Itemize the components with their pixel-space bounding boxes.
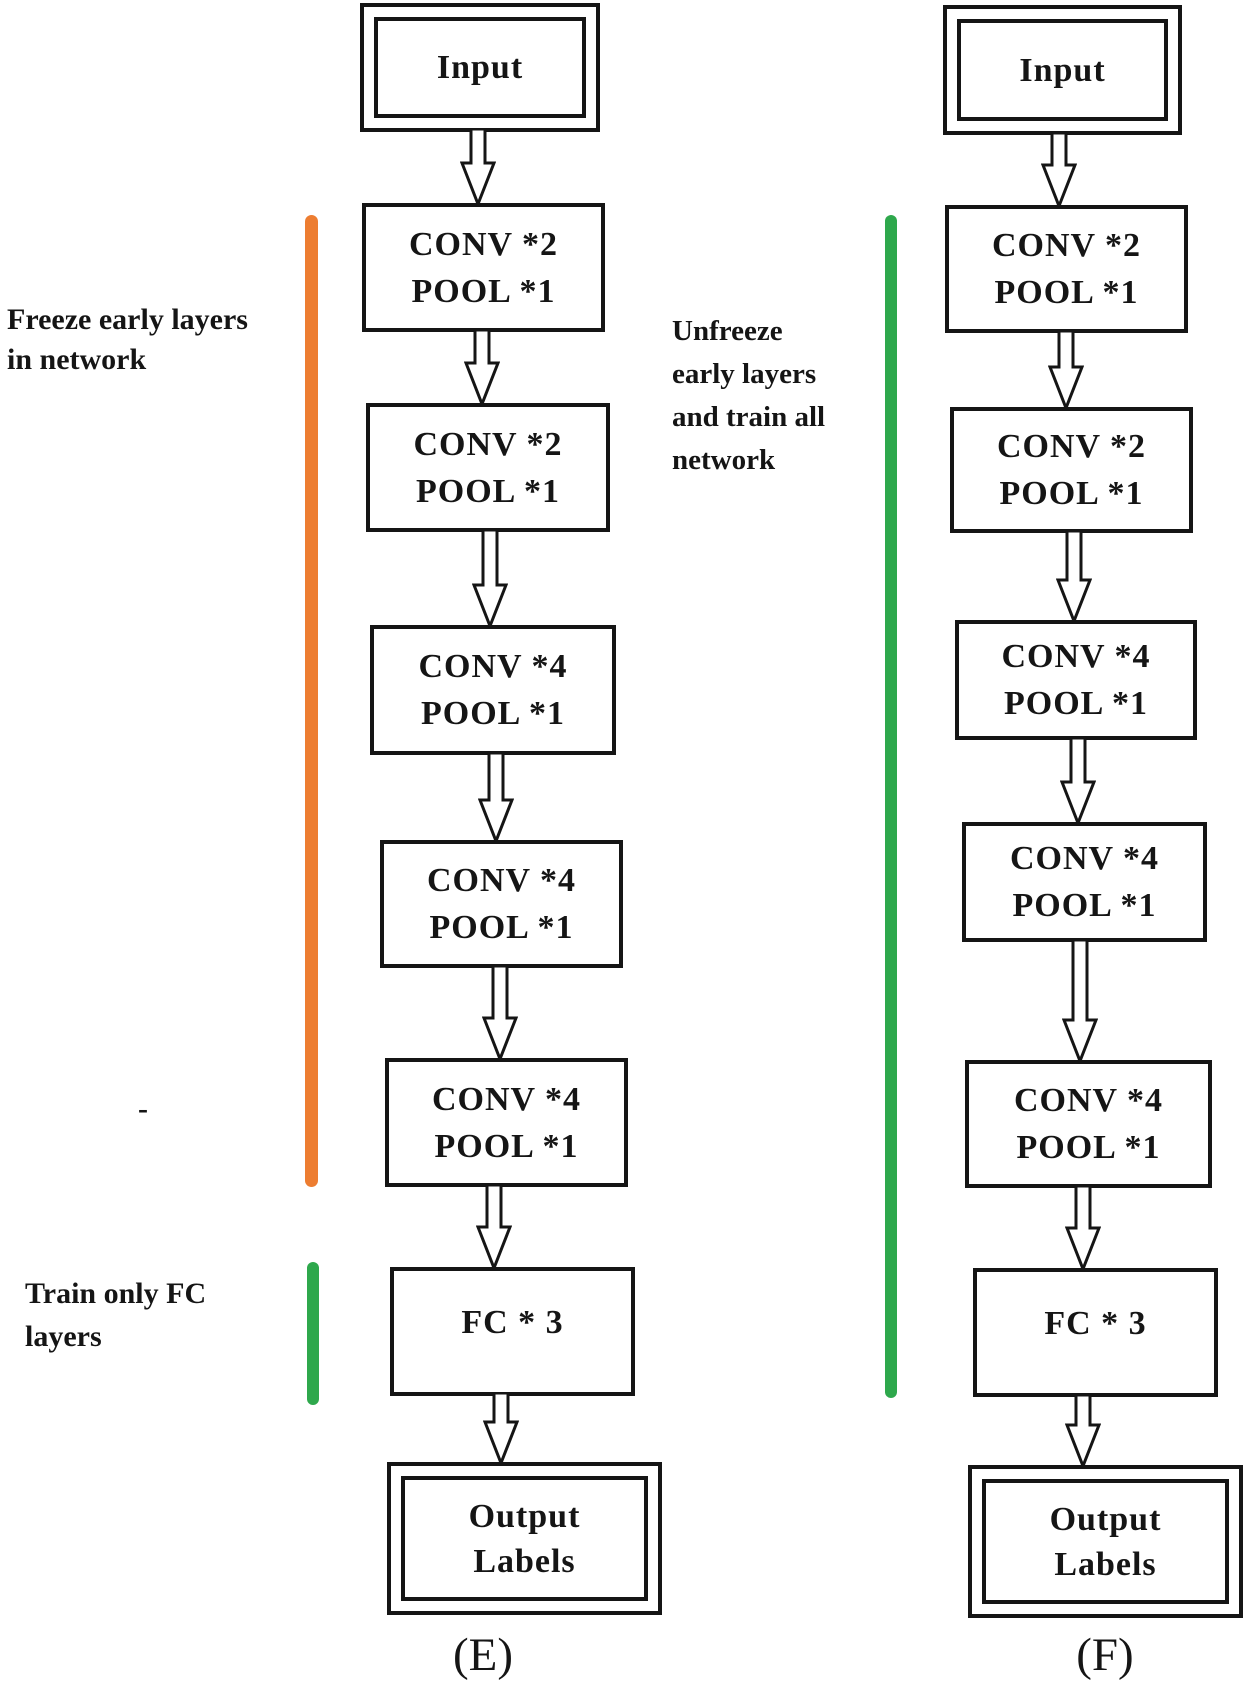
down-arrow-icon bbox=[478, 753, 514, 842]
output-node-f-inner: Output Labels bbox=[982, 1479, 1229, 1604]
freeze-layers-label-line1: Freeze early layers bbox=[7, 303, 248, 336]
freeze-bar bbox=[305, 215, 318, 1187]
pool-block-label: POOL *1 bbox=[411, 272, 556, 310]
input-label: Input bbox=[436, 49, 524, 86]
conv-block-f-1: CONV *2 POOL *1 bbox=[945, 205, 1188, 333]
unfreeze-layers-label-line4: network bbox=[672, 444, 776, 476]
down-arrow-icon bbox=[1041, 133, 1077, 207]
freeze-layers-label-line2: in network bbox=[7, 343, 147, 376]
conv-block-label: CONV *4 bbox=[418, 648, 568, 685]
down-arrow-icon bbox=[1056, 531, 1092, 622]
conv-block-label: CONV *4 bbox=[1001, 638, 1151, 675]
down-arrow-icon bbox=[483, 1393, 519, 1464]
down-arrow-icon bbox=[476, 1185, 512, 1269]
output-label-line1: Output bbox=[468, 1497, 581, 1535]
input-node-f-inner: Input bbox=[957, 19, 1168, 121]
output-node-f: Output Labels bbox=[968, 1465, 1243, 1618]
unfreeze-layers-label-line1: Unfreeze bbox=[672, 315, 783, 347]
conv-block-f-3: CONV *4 POOL *1 bbox=[955, 620, 1197, 740]
pool-block-label: POOL *1 bbox=[1004, 685, 1148, 722]
down-arrow-icon bbox=[460, 129, 496, 205]
pool-block-label: POOL *1 bbox=[994, 274, 1139, 311]
fc-block-label: FC * 3 bbox=[1044, 1305, 1147, 1342]
conv-block-label: CONV *4 bbox=[432, 1080, 581, 1118]
train-only-fc-label-line2: layers bbox=[25, 1320, 102, 1353]
input-node-e: Input bbox=[360, 3, 600, 132]
input-node-f: Input bbox=[943, 5, 1182, 135]
down-arrow-icon bbox=[1065, 1186, 1101, 1270]
pool-block-label: POOL *1 bbox=[999, 475, 1144, 512]
conv-block-e-4: CONV *4 POOL *1 bbox=[380, 840, 623, 968]
fc-block-label: FC * 3 bbox=[461, 1304, 564, 1341]
conv-block-label: CONV *2 bbox=[413, 425, 563, 463]
pool-block-label: POOL *1 bbox=[1016, 1129, 1161, 1166]
output-label-line2: Labels bbox=[473, 1542, 576, 1580]
down-arrow-icon bbox=[1065, 1395, 1101, 1467]
pool-block-label: POOL *1 bbox=[429, 909, 574, 946]
conv-block-e-2: CONV *2 POOL *1 bbox=[366, 403, 610, 532]
stray-dash: - bbox=[138, 1092, 148, 1125]
conv-block-e-3: CONV *4 POOL *1 bbox=[370, 625, 616, 755]
pool-block-label: POOL *1 bbox=[416, 472, 560, 510]
down-arrow-icon bbox=[1048, 331, 1084, 409]
down-arrow-icon bbox=[482, 966, 518, 1060]
unfreeze-layers-label-line2: early layers bbox=[672, 358, 817, 390]
output-label-line2: Labels bbox=[1054, 1545, 1157, 1583]
conv-block-e-5: CONV *4 POOL *1 bbox=[385, 1058, 628, 1187]
output-node-e: Output Labels bbox=[387, 1462, 662, 1615]
caption-e: (E) bbox=[452, 1629, 513, 1681]
train-fc-bar bbox=[307, 1262, 319, 1405]
output-node-e-inner: Output Labels bbox=[401, 1476, 648, 1601]
down-arrow-icon bbox=[1060, 738, 1096, 824]
conv-block-f-2: CONV *2 POOL *1 bbox=[950, 407, 1193, 533]
pool-block-label: POOL *1 bbox=[434, 1127, 579, 1165]
unfreeze-layers-label-line3: and train all bbox=[672, 401, 826, 433]
fc-block-f: FC * 3 bbox=[973, 1268, 1218, 1397]
freeze-layers-label: Freeze early layers in network bbox=[7, 300, 248, 380]
fc-block-e: FC * 3 bbox=[390, 1267, 635, 1396]
output-label-line1: Output bbox=[1049, 1500, 1162, 1538]
input-node-e-inner: Input bbox=[374, 17, 586, 118]
unfreeze-layers-label: Unfreeze early layers and train all netw… bbox=[672, 310, 825, 482]
pool-block-label: POOL *1 bbox=[421, 695, 565, 732]
conv-block-label: CONV *2 bbox=[992, 227, 1141, 264]
conv-block-label: CONV *4 bbox=[1010, 840, 1159, 877]
conv-block-e-1: CONV *2 POOL *1 bbox=[362, 203, 605, 332]
down-arrow-icon bbox=[472, 530, 508, 627]
down-arrow-icon bbox=[1062, 940, 1098, 1062]
conv-block-f-5: CONV *4 POOL *1 bbox=[965, 1060, 1212, 1188]
down-arrow-icon bbox=[464, 330, 500, 405]
train-only-fc-label-line1: Train only FC bbox=[25, 1277, 207, 1310]
conv-block-label: CONV *2 bbox=[409, 225, 558, 263]
conv-block-label: CONV *4 bbox=[1014, 1082, 1163, 1119]
pool-block-label: POOL *1 bbox=[1012, 887, 1157, 924]
input-label: Input bbox=[1019, 51, 1106, 89]
train-only-fc-label: Train only FC layers bbox=[25, 1272, 206, 1358]
conv-block-label: CONV *2 bbox=[997, 428, 1146, 465]
unfreeze-bar bbox=[885, 215, 897, 1398]
conv-block-f-4: CONV *4 POOL *1 bbox=[962, 822, 1207, 942]
conv-block-label: CONV *4 bbox=[427, 862, 576, 899]
caption-f: (F) bbox=[1076, 1629, 1134, 1681]
